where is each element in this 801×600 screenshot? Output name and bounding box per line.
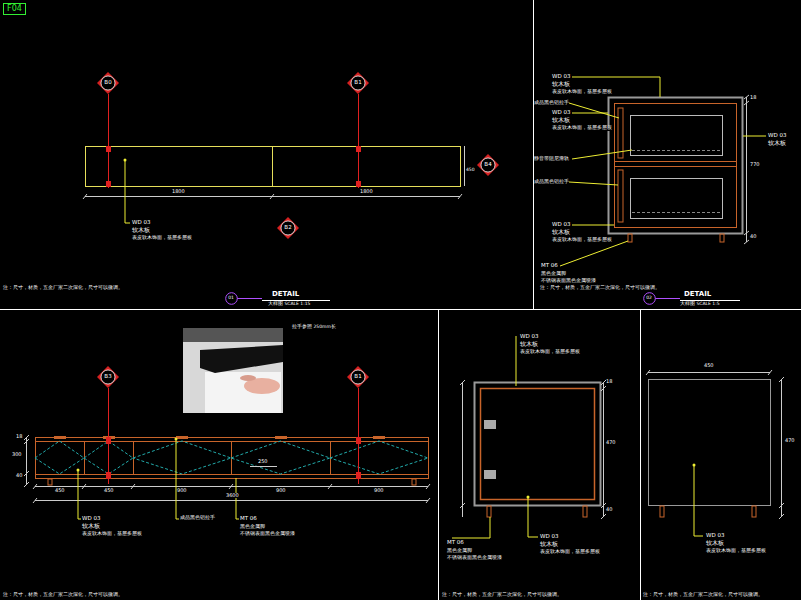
detail-title: DETAIL bbox=[684, 291, 711, 298]
dimension: 18 bbox=[16, 434, 22, 439]
material-name: 软木板 bbox=[132, 228, 150, 234]
material-note: 表皮软木饰面，基层多层板 bbox=[132, 236, 192, 241]
handle-photo bbox=[183, 328, 283, 413]
material-note: 表皮软木饰面，基层多层板 bbox=[552, 238, 612, 243]
scale-note: 大样图 SCALE 1:15 bbox=[268, 302, 310, 307]
marker-number: B2 bbox=[284, 225, 291, 231]
marker-number: B1 bbox=[354, 80, 361, 86]
dimension: 18 bbox=[750, 95, 756, 100]
note: 注：尺寸，材质，五金厂家二次深化，尺寸可以微调。 bbox=[3, 593, 123, 598]
side-section bbox=[452, 336, 606, 538]
material-note: 表皮软木饰面，基层多层板 bbox=[520, 350, 580, 355]
cabinet-elevation bbox=[83, 94, 465, 223]
material-name: 黑色金属脚 bbox=[240, 524, 265, 529]
dimension: 40 bbox=[606, 507, 612, 512]
material-code: MT 06 bbox=[240, 516, 257, 522]
section-marker: B4 bbox=[477, 154, 499, 176]
dimension: 900 bbox=[374, 488, 384, 493]
dimension: 470 bbox=[785, 438, 795, 443]
hardware-label: 成品黑色铝拉手 bbox=[534, 101, 569, 106]
material-name: 软木板 bbox=[768, 141, 786, 147]
dimension: 450 bbox=[704, 363, 714, 368]
material-note: 不锈钢表面黑色金属喷漆 bbox=[240, 532, 295, 537]
dimension: 770 bbox=[750, 162, 760, 167]
dimension: 18 bbox=[606, 379, 612, 384]
section-marker: B1 bbox=[347, 366, 369, 388]
dimension: 1800 bbox=[360, 189, 373, 194]
section-marker: B2 bbox=[277, 217, 299, 239]
material-name: 黑色金属脚 bbox=[541, 271, 566, 276]
material-note: 表皮软木饰面，基层多层板 bbox=[552, 126, 612, 131]
marker-number: 02 bbox=[646, 296, 652, 301]
material-code: WD 03 bbox=[552, 74, 570, 80]
note: 注：尺寸，材质，五金厂家二次深化，尺寸可以微调。 bbox=[540, 286, 660, 291]
material-name: 软木板 bbox=[552, 118, 570, 124]
material-note: 表皮软木饰面，基层多层板 bbox=[82, 532, 142, 537]
material-code: WD 03 bbox=[520, 334, 538, 340]
sheet-number: F04 bbox=[7, 5, 22, 13]
dimension: 900 bbox=[276, 488, 286, 493]
material-code: WD 03 bbox=[540, 534, 558, 540]
dimension: 470 bbox=[606, 440, 616, 445]
dimension: 450 bbox=[55, 488, 65, 493]
detail-bubble: 01 bbox=[225, 292, 238, 305]
dimension: 450 bbox=[466, 168, 475, 173]
detail-bubble: 02 bbox=[643, 292, 656, 305]
material-code: WD 03 bbox=[706, 533, 724, 539]
material-name: 软木板 bbox=[540, 542, 558, 548]
material-name: 软木板 bbox=[706, 541, 724, 547]
dimension: 450 bbox=[104, 488, 114, 493]
material-name: 软木板 bbox=[520, 342, 538, 348]
marker-number: B0 bbox=[104, 80, 111, 86]
material-code: WD 03 bbox=[552, 110, 570, 116]
dimension: 900 bbox=[177, 488, 187, 493]
dimension: 1800 bbox=[172, 189, 185, 194]
dimension: 40 bbox=[750, 234, 756, 239]
title-leader bbox=[237, 298, 680, 299]
section-marker: B3 bbox=[97, 366, 119, 388]
hardware-label: 静音带阻尼滑轨 bbox=[534, 156, 569, 161]
material-note: 表皮软木饰面，基层多层板 bbox=[706, 549, 766, 554]
marker-number: B3 bbox=[104, 374, 111, 380]
material-name: 软木板 bbox=[82, 524, 100, 530]
note: 注：尺寸，材质，五金厂家二次深化，尺寸可以微调。 bbox=[3, 286, 123, 291]
material-name: 黑色金属脚 bbox=[447, 548, 472, 553]
scale-note: 大样图 SCALE 1:5 bbox=[680, 302, 720, 307]
marker-number: B4 bbox=[484, 162, 491, 168]
marker-number: 01 bbox=[228, 296, 234, 301]
dimension: 300 bbox=[12, 452, 22, 457]
material-note: 不锈钢表面黑色金属喷漆 bbox=[541, 279, 596, 284]
side-elevation bbox=[646, 370, 784, 536]
detail-title: DETAIL bbox=[272, 291, 299, 298]
section-marker: B1 bbox=[347, 72, 369, 94]
photo-caption: 拉手参照 250mm长 bbox=[292, 325, 336, 330]
cabinet-elevation-long bbox=[24, 388, 430, 519]
material-name: 软木板 bbox=[552, 82, 570, 88]
material-code: MT 06 bbox=[447, 540, 464, 546]
material-name: 软木板 bbox=[552, 230, 570, 236]
note: 注：尺寸，材质，五金厂家二次深化，尺寸可以微调。 bbox=[442, 593, 562, 598]
material-code: WD 03 bbox=[132, 220, 150, 226]
material-code: WD 03 bbox=[552, 222, 570, 228]
hardware-label: 成品黑色铝拉手 bbox=[534, 180, 569, 185]
section-marker: B0 bbox=[97, 72, 119, 94]
material-code: WD 03 bbox=[82, 516, 100, 522]
note: 注：尺寸，材质，五金厂家二次深化，尺寸可以微调。 bbox=[643, 593, 763, 598]
material-code: MT 06 bbox=[541, 263, 558, 269]
material-note: 表皮软木饰面，基层多层板 bbox=[552, 90, 612, 95]
marker-number: B1 bbox=[354, 374, 361, 380]
hardware-label: 成品黑色铝拉手 bbox=[180, 516, 215, 521]
dimension: 3600 bbox=[226, 493, 239, 498]
dimension: 40 bbox=[16, 473, 22, 478]
material-note: 不锈钢表面黑色金属喷漆 bbox=[447, 556, 502, 561]
material-note: 表皮软木饰面，基层多层板 bbox=[540, 550, 600, 555]
dimension: 250 bbox=[258, 459, 268, 464]
sheet-tag: F04 bbox=[3, 3, 26, 15]
material-code: WD 03 bbox=[768, 133, 786, 139]
